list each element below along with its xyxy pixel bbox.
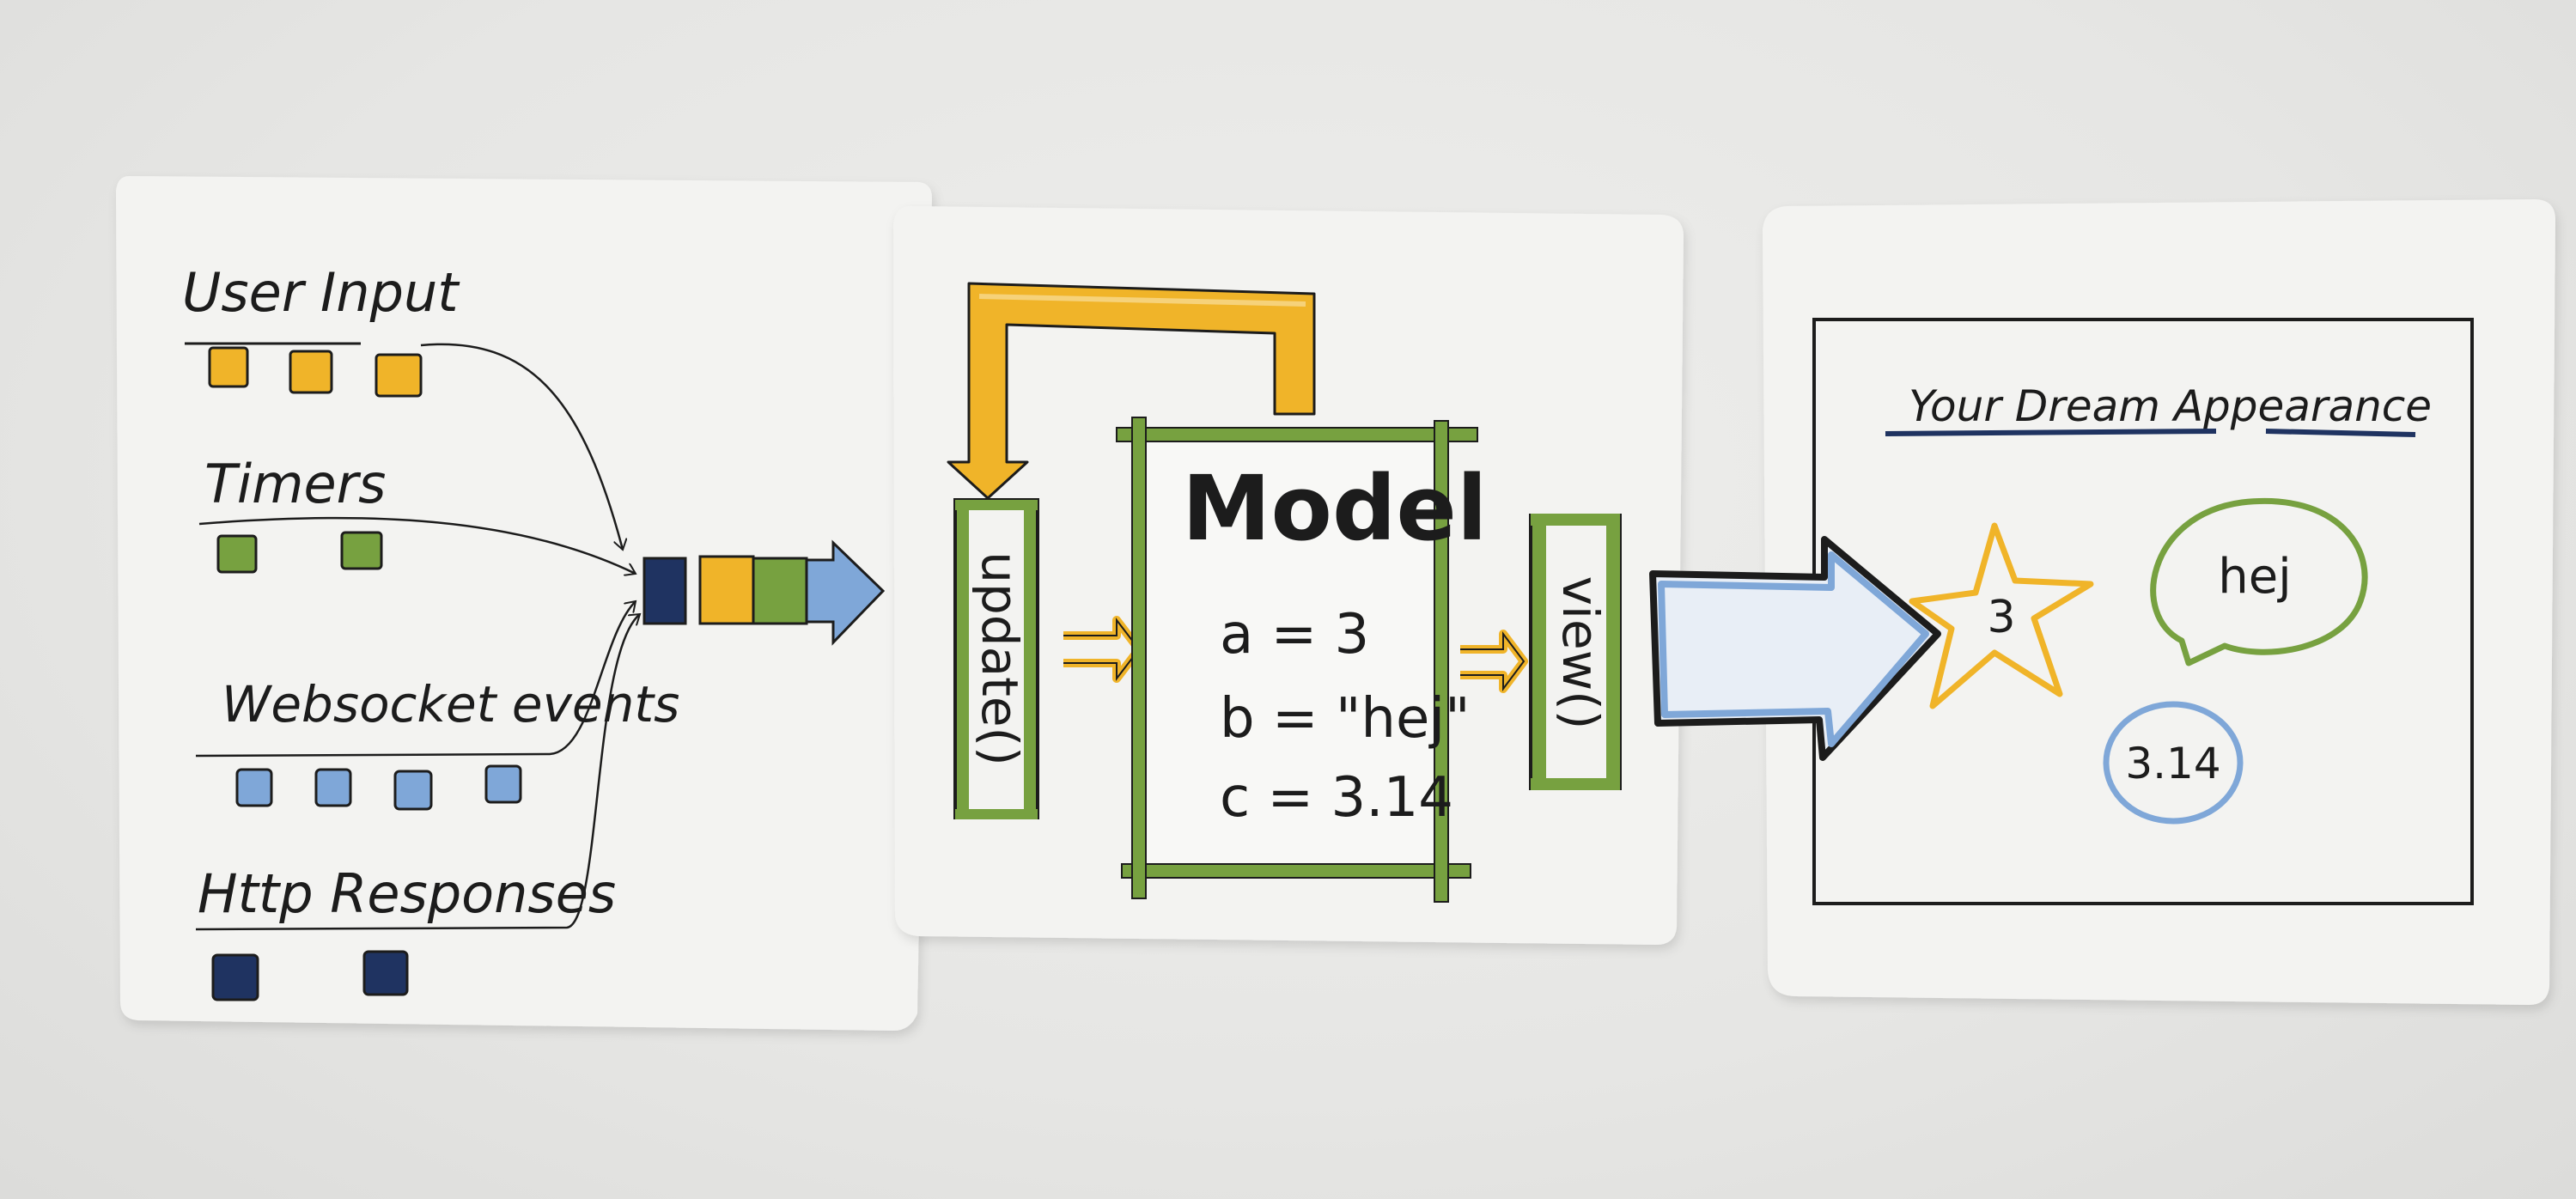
model-field-a: a = 3 — [1220, 603, 1369, 666]
http-event — [211, 953, 259, 1001]
http-label: Http Responses — [198, 862, 616, 925]
circle-shape: 3.14 — [2103, 701, 2244, 825]
timers-label: Timers — [204, 453, 386, 515]
star-shape: 3 — [1909, 522, 2094, 709]
view-label: view() — [1551, 576, 1610, 730]
inputs-card: User Input Timers Websocket events Http … — [116, 176, 932, 1031]
message-queue — [642, 539, 886, 646]
timer-event — [340, 531, 383, 570]
model-field-c: c = 3.14 — [1220, 766, 1453, 830]
user-input-arrow — [420, 343, 623, 550]
circle-value: 3.14 — [2125, 739, 2220, 788]
websocket-arrow — [195, 601, 636, 758]
update-label: update() — [971, 551, 1029, 766]
user-input-event — [375, 353, 423, 398]
queue-arrow-head — [805, 539, 886, 646]
model-box: Model a = 3 b = "hej" c = 3.14 — [1116, 417, 1488, 903]
update-function: update() — [953, 498, 1039, 819]
websocket-event — [484, 764, 522, 804]
model-field-b: b = "hej" — [1220, 687, 1471, 751]
websocket-event — [393, 770, 433, 811]
user-input-event — [289, 350, 333, 394]
timers-arrow — [198, 516, 636, 574]
model-title: Model — [1182, 456, 1488, 561]
star-value: 3 — [1987, 592, 2015, 643]
user-input-label: User Input — [182, 261, 460, 324]
websocket-label: Websocket events — [222, 675, 679, 733]
websocket-event — [314, 768, 352, 807]
timer-event — [216, 534, 258, 574]
websocket-event — [235, 768, 273, 807]
queue-slot-green — [752, 557, 808, 625]
core-card: update() Model a = 3 b = "hej" c = 3.14 — [893, 206, 1684, 945]
output-title: Your Dream Appearance — [1909, 381, 2432, 431]
output-card: Your Dream Appearance 3 hej 3.14 — [1763, 199, 2555, 1005]
http-arrow — [195, 614, 640, 931]
queue-slot-navy — [642, 557, 687, 625]
speech-bubble: hej — [2150, 498, 2368, 666]
http-event — [362, 950, 409, 996]
view-function: view() — [1529, 514, 1622, 790]
bubble-value: hej — [2218, 549, 2292, 605]
queue-slot-yellow — [698, 555, 755, 625]
user-input-event — [208, 346, 249, 388]
